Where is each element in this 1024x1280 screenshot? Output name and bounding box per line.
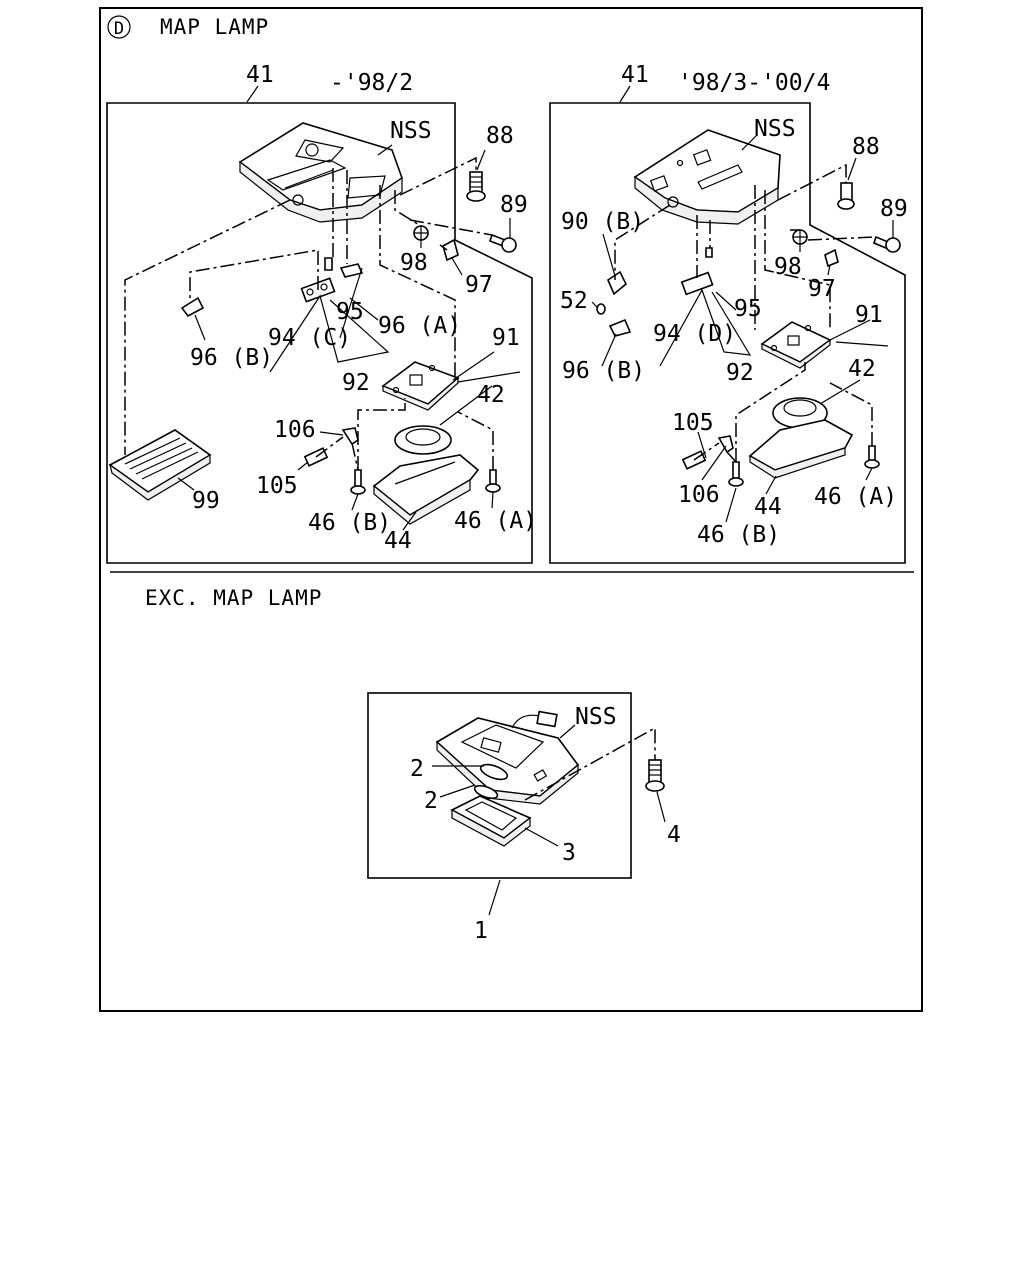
section-letter: D bbox=[114, 19, 124, 39]
left-screw-88 bbox=[466, 171, 486, 202]
outer-frame bbox=[99, 7, 923, 1012]
right-clip-106 bbox=[717, 435, 734, 454]
left-label-42: 42 bbox=[477, 382, 505, 408]
right-label-94d: 94 (D) bbox=[653, 321, 736, 347]
right-period: '98/3-'00/4 bbox=[678, 70, 830, 96]
section-header: D MAP LAMP bbox=[107, 15, 269, 39]
right-label-46b: 46 (B) bbox=[697, 522, 780, 548]
left-panel: 41 -'98/2 bbox=[106, 62, 537, 564]
right-label-95: 95 bbox=[734, 296, 762, 322]
bottom-panel-frame bbox=[367, 692, 632, 879]
left-screw-46b bbox=[350, 469, 366, 495]
right-label-nss: NSS bbox=[754, 116, 796, 142]
right-label-105: 105 bbox=[672, 410, 714, 436]
left-label-106: 106 bbox=[274, 417, 316, 443]
bottom-label-nss: NSS bbox=[575, 704, 617, 730]
left-bezel-42 bbox=[394, 425, 452, 455]
bottom-label-4: 4 bbox=[667, 822, 681, 848]
bottom-label-2a: 2 bbox=[410, 756, 424, 782]
left-label-98: 98 bbox=[400, 250, 428, 276]
right-label-97: 97 bbox=[808, 276, 836, 302]
left-plate-91 bbox=[381, 361, 460, 411]
right-screw-88 bbox=[837, 182, 855, 210]
right-label-90b: 90 (B) bbox=[561, 209, 644, 235]
right-label-92: 92 bbox=[726, 360, 754, 386]
left-label-99: 99 bbox=[192, 488, 220, 514]
right-part-96b bbox=[608, 318, 632, 337]
section-circle-icon bbox=[107, 15, 131, 39]
right-label-52: 52 bbox=[560, 288, 588, 314]
right-panel: 41 '98/3-'00/4 bbox=[549, 62, 908, 564]
left-label-91: 91 bbox=[492, 325, 520, 351]
left-panel-frame bbox=[106, 102, 533, 564]
left-label-105: 105 bbox=[256, 473, 298, 499]
left-label-44: 44 bbox=[384, 528, 412, 554]
right-clip-98 bbox=[792, 229, 808, 245]
left-assembly-number: 41 bbox=[246, 62, 274, 88]
bottom-label-3: 3 bbox=[562, 840, 576, 866]
left-lens-99 bbox=[108, 429, 212, 501]
right-part-95 bbox=[680, 271, 714, 296]
right-assembly-number: 41 bbox=[621, 62, 649, 88]
right-plate-91 bbox=[760, 321, 832, 369]
left-label-89: 89 bbox=[500, 192, 528, 218]
right-label-44: 44 bbox=[754, 494, 782, 520]
left-screw-46a bbox=[485, 469, 501, 493]
right-screw-46b bbox=[728, 461, 744, 487]
left-label-96b: 96 (B) bbox=[190, 345, 273, 371]
dome-lamp-housing bbox=[435, 710, 580, 805]
right-label-91: 91 bbox=[855, 302, 883, 328]
right-screw-89 bbox=[873, 235, 901, 253]
right-label-89: 89 bbox=[880, 196, 908, 222]
lens-3 bbox=[450, 795, 532, 847]
left-cover-44 bbox=[372, 454, 480, 525]
right-leader-lines bbox=[591, 135, 894, 523]
right-cover-44 bbox=[748, 419, 854, 479]
left-map-lamp-housing bbox=[238, 122, 403, 223]
right-part-97 bbox=[824, 248, 839, 268]
bottom-label-2b: 2 bbox=[424, 788, 438, 814]
left-screw-89 bbox=[488, 233, 517, 253]
section-title: MAP LAMP bbox=[160, 15, 269, 39]
left-part-97 bbox=[442, 238, 459, 262]
bulb-2 bbox=[473, 763, 509, 800]
left-label-88: 88 bbox=[486, 123, 514, 149]
left-label-46b: 46 (B) bbox=[308, 510, 391, 536]
screw-4 bbox=[645, 759, 665, 792]
left-label-94c: 94 (C) bbox=[268, 325, 351, 351]
right-panel-frame bbox=[549, 102, 906, 564]
exc-title: EXC. MAP LAMP bbox=[145, 586, 322, 610]
left-label-95: 95 bbox=[336, 299, 364, 325]
right-part-52 bbox=[596, 303, 606, 315]
left-part-96a bbox=[339, 263, 364, 278]
right-label-88: 88 bbox=[852, 134, 880, 160]
left-label-nss: NSS bbox=[390, 118, 432, 144]
right-label-96b: 96 (B) bbox=[562, 358, 645, 384]
left-label-46a: 46 (A) bbox=[454, 508, 537, 534]
right-label-106: 106 bbox=[678, 482, 720, 508]
left-period: -'98/2 bbox=[330, 70, 413, 96]
left-clip-106 bbox=[341, 427, 359, 446]
left-part-96b bbox=[180, 296, 205, 318]
right-map-lamp-housing bbox=[633, 129, 781, 225]
left-leader-lines bbox=[177, 144, 521, 531]
bottom-assembly-number: 1 bbox=[474, 918, 488, 944]
left-clip-98 bbox=[413, 225, 429, 241]
right-part-90b bbox=[607, 270, 627, 296]
right-label-46a: 46 (A) bbox=[814, 484, 897, 510]
right-label-42: 42 bbox=[848, 356, 876, 382]
left-label-92: 92 bbox=[342, 370, 370, 396]
right-screw-46a bbox=[864, 445, 880, 469]
left-label-96a: 96 (A) bbox=[378, 313, 461, 339]
bottom-panel: NSS 2 2 3 4 1 bbox=[367, 692, 681, 944]
right-label-98: 98 bbox=[774, 254, 802, 280]
left-label-97: 97 bbox=[465, 272, 493, 298]
